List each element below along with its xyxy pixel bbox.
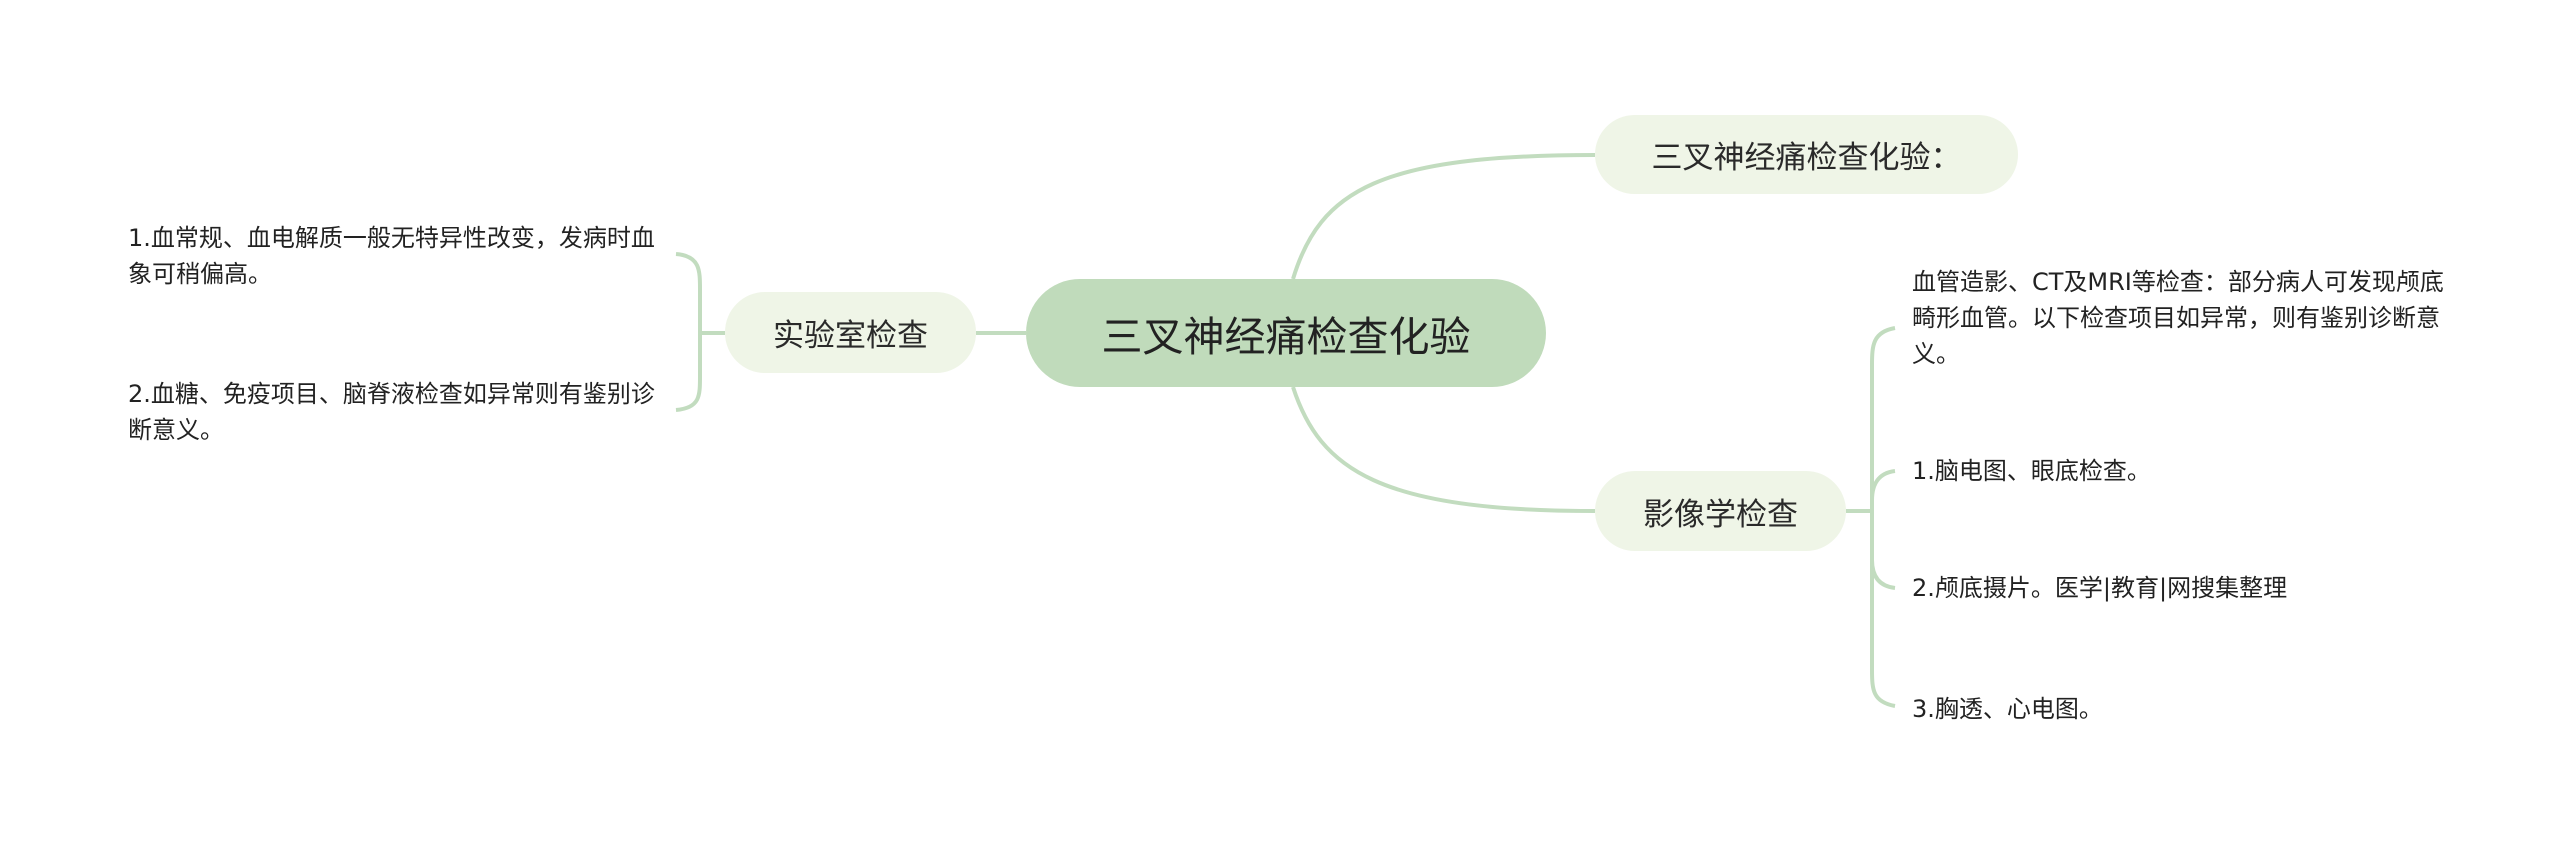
root-node[interactable]: 三叉神经痛检查化验 xyxy=(1026,279,1546,387)
topic-node-top[interactable]: 三叉神经痛检查化验： xyxy=(1595,115,2018,194)
lab-bracket xyxy=(675,252,702,412)
imaging-item-1[interactable]: 1.脑电图、眼底检查。 xyxy=(1912,457,2151,485)
imaging-branch-1 xyxy=(1870,469,1896,501)
imaging-item-0[interactable]: 血管造影、CT及MRI等检查：部分病人可发现颅底畸形血管。以下检查项目如异常，则… xyxy=(1912,268,2444,368)
imaging-item-2[interactable]: 2.颅底摄片。医学|教育|网搜集整理 xyxy=(1912,574,2288,602)
imaging-branch-2 xyxy=(1870,559,1896,590)
topic-label: 三叉神经痛检查化验： xyxy=(1651,140,1962,176)
topic-label: 影像学检查 xyxy=(1643,496,1798,533)
imaging-bracket xyxy=(1870,326,1896,708)
lab-item-2[interactable]: 2.血糖、免疫项目、脑脊液检查如异常则有鉴别诊断意义。 xyxy=(128,380,655,444)
imaging-item-3[interactable]: 3.胸透、心电图。 xyxy=(1912,695,2103,723)
link-root-top xyxy=(1291,153,1596,280)
root-label: 三叉神经痛检查化验 xyxy=(1101,313,1471,361)
lab-item-1[interactable]: 1.血常规、血电解质一般无特异性改变，发病时血象可稍偏高。 xyxy=(128,224,655,288)
topic-label: 实验室检查 xyxy=(773,318,928,354)
link-root-imaging xyxy=(1291,386,1596,513)
topic-node-imaging[interactable]: 影像学检查 xyxy=(1595,471,1846,551)
topic-node-lab[interactable]: 实验室检查 xyxy=(725,292,976,373)
